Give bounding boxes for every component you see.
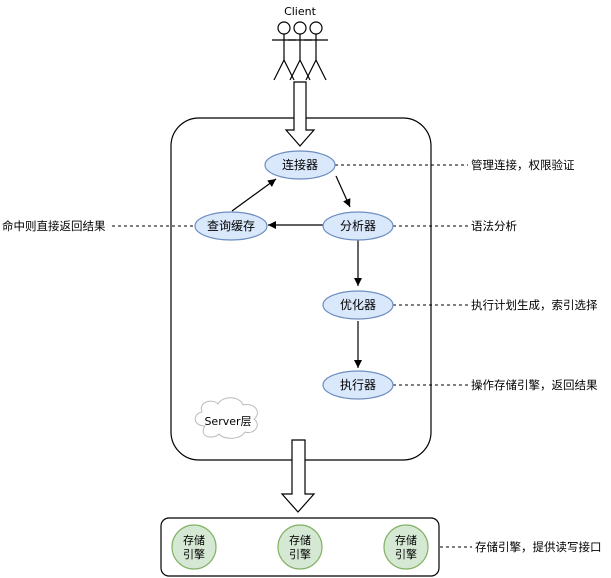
node-optimizer-label: 优化器 bbox=[340, 298, 376, 312]
annotation-executor: 操作存储引擎，返回结果 bbox=[471, 378, 598, 392]
storage-engine-line2: 引擎 bbox=[183, 547, 205, 561]
storage-engine-line1: 存储 bbox=[289, 533, 311, 547]
annotation-storage: 存储引擎，提供读写接口 bbox=[475, 540, 602, 554]
arrow-connector-to-analyzer bbox=[335, 175, 351, 208]
node-executor: 执行器 bbox=[322, 370, 394, 400]
storage-engine-line2: 引擎 bbox=[289, 547, 311, 561]
storage-engine: 存储 引擎 bbox=[171, 524, 217, 570]
client-icon bbox=[272, 21, 328, 81]
client-to-server-arrow bbox=[284, 81, 316, 147]
node-query-cache: 查询缓存 bbox=[194, 211, 268, 241]
node-connector-label: 连接器 bbox=[282, 157, 318, 172]
annotation-connector: 管理连接，权限验证 bbox=[471, 158, 575, 172]
arrow-cache-to-connector bbox=[231, 178, 277, 212]
server-cloud: Server层 bbox=[194, 397, 258, 439]
storage-engine: 存储 引擎 bbox=[383, 524, 429, 570]
server-to-storage-arrow bbox=[280, 439, 316, 513]
node-executor-label: 执行器 bbox=[340, 378, 376, 392]
node-analyzer-label: 分析器 bbox=[340, 219, 376, 233]
storage-engine-line1: 存储 bbox=[183, 533, 205, 547]
storage-engine-line2: 引擎 bbox=[395, 547, 417, 561]
annotation-cache-hit: 命中则直接返回结果 bbox=[2, 219, 106, 233]
client-label: Client bbox=[284, 5, 317, 18]
node-optimizer: 优化器 bbox=[322, 290, 394, 320]
storage-engine: 存储 引擎 bbox=[277, 524, 323, 570]
annotation-analyzer: 语法分析 bbox=[471, 219, 517, 233]
annotation-optimizer: 执行计划生成，索引选择 bbox=[471, 298, 598, 312]
node-connector: 连接器 bbox=[264, 150, 336, 180]
node-query-cache-label: 查询缓存 bbox=[207, 219, 255, 233]
node-analyzer: 分析器 bbox=[322, 211, 394, 241]
server-cloud-label: Server层 bbox=[204, 415, 251, 428]
storage-engine-line1: 存储 bbox=[395, 533, 417, 547]
